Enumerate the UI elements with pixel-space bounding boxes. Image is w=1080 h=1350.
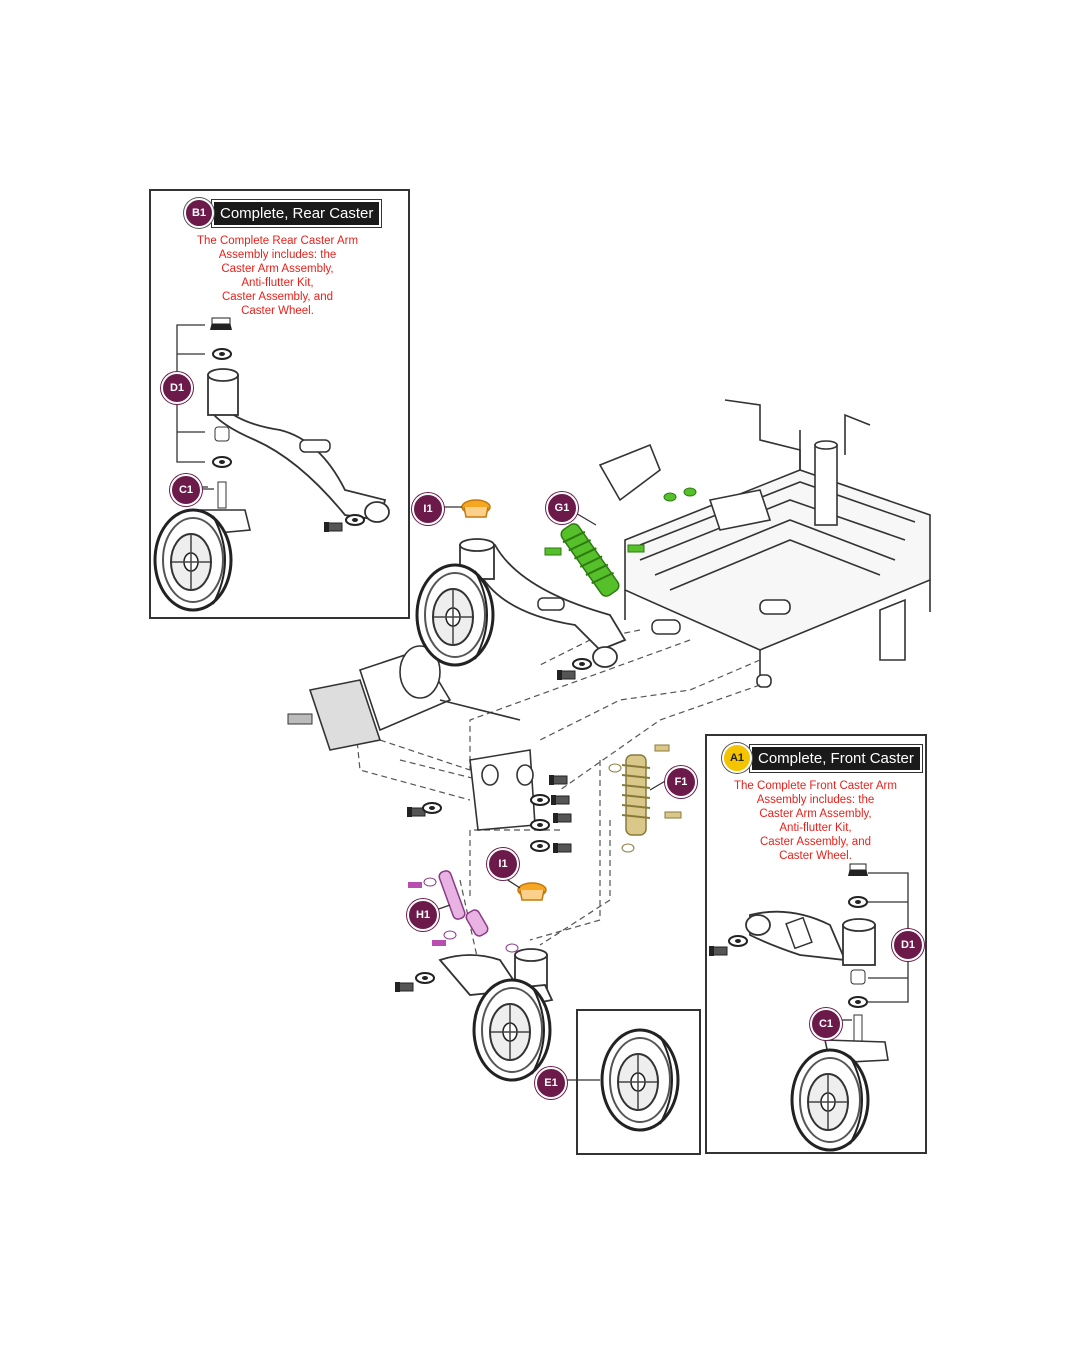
rear-caster-badge: B1 [184,198,214,228]
callout-rear-d1: D1 [161,372,193,404]
front-caster-note: The Complete Front Caster Arm Assembly i… [734,780,897,862]
callout-e1: E1 [535,1067,567,1099]
front-caster-title: A1 Complete, Front Caster [722,743,923,773]
rear-caster-note: The Complete Rear Caster Arm Assembly in… [196,235,359,317]
callout-h1: H1 [407,899,439,931]
bumper-cap-bottom [517,882,547,901]
anti-flutter-link [408,870,519,953]
callout-f1: F1 [665,766,697,798]
callout-front-c1: C1 [810,1008,842,1040]
rear-caster-title: B1 Complete, Rear Caster [184,198,383,228]
callout-front-d1: D1 [892,929,924,961]
chassis-frame [598,399,931,688]
callout-i1-top: I1 [412,493,444,525]
rear-caster-arm-main [459,538,681,668]
callout-i1-bottom: I1 [487,848,519,880]
shock-absorber-green [544,487,697,597]
front-caster-title-label: Complete, Front Caster [749,743,923,773]
front-caster-badge: A1 [722,743,752,773]
callout-g1: G1 [546,492,578,524]
rear-caster-title-label: Complete, Rear Caster [210,198,383,228]
motor-bracket [469,749,536,831]
callout-rear-c1: C1 [170,474,202,506]
bumper-cap-top [461,499,491,518]
shock-absorber-tan [608,744,682,853]
drive-motor [287,645,521,751]
